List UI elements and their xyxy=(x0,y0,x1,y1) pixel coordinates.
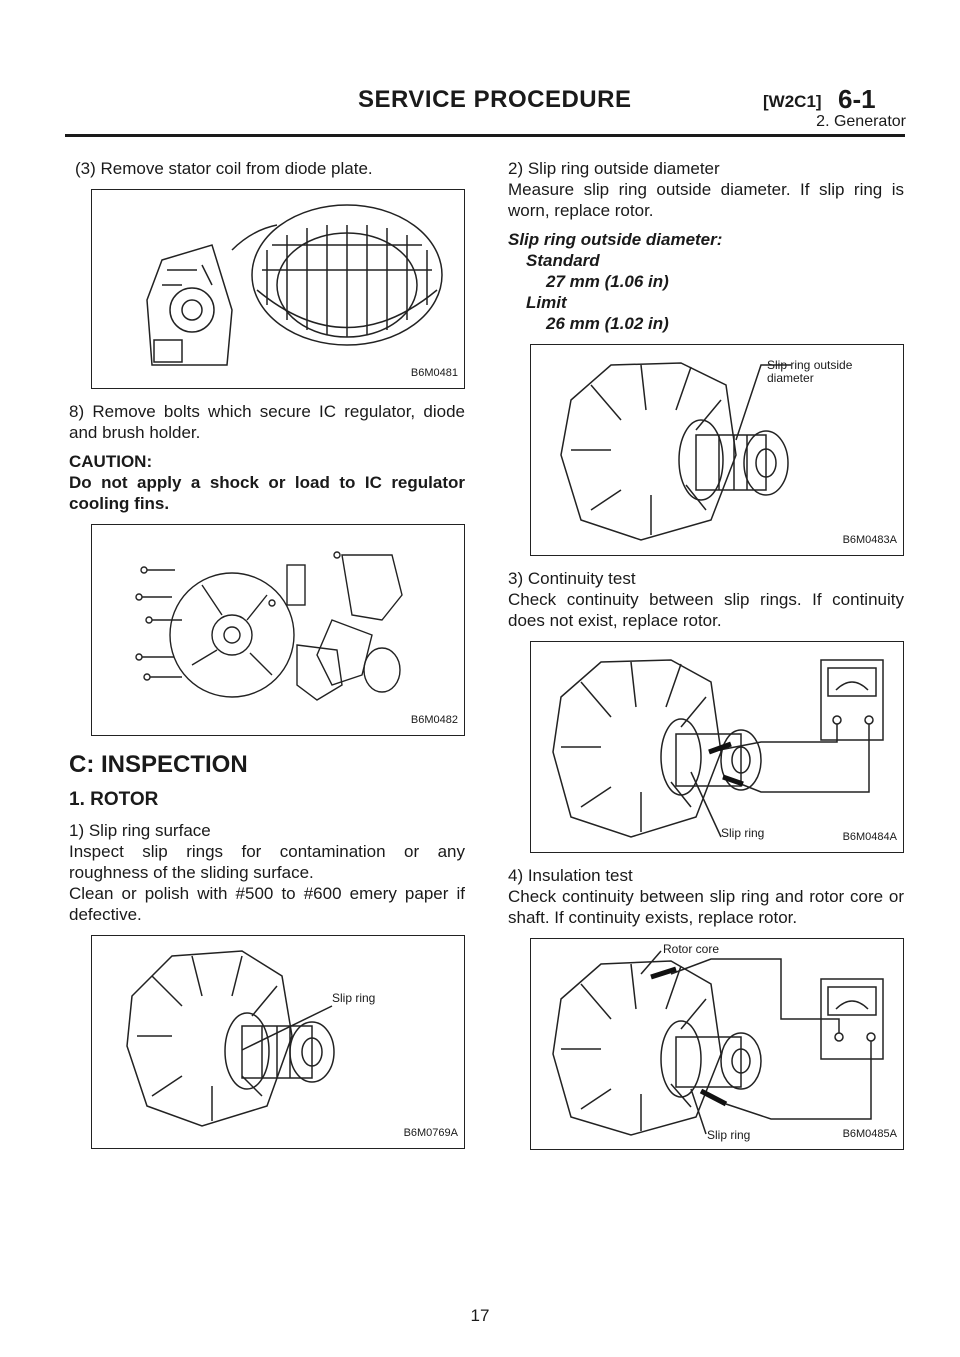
rotor-slip-ring-illustration xyxy=(126,950,335,1127)
rotor-heading: 1. ROTOR xyxy=(69,789,159,810)
figure-id: B6M0769A xyxy=(403,1127,458,1139)
slip-ring-spec: Slip ring outside diameter: Standard 27 … xyxy=(508,229,904,334)
step-remove-stator: (3) Remove stator coil from diode plate. xyxy=(75,159,373,178)
page-number: 17 xyxy=(470,1306,490,1325)
spec-limit-value: 26 mm (1.02 in) xyxy=(546,314,669,333)
figure-id: B6M0482 xyxy=(410,714,458,726)
inspection-heading: C: INSPECTION xyxy=(69,751,248,778)
slip-ring-label: Slip ring xyxy=(707,1128,751,1142)
page-header-section: 6-1 xyxy=(838,84,876,114)
slip-ring-surface-title: 1) Slip ring surface xyxy=(69,821,211,840)
figure-slip-ring-diameter: Slip ring outside diameter B6M0483A xyxy=(530,344,904,556)
slip-ring-label: Slip ring xyxy=(332,991,376,1005)
left-column: (3) Remove stator coil from diode plate.… xyxy=(69,158,465,1161)
page-header-subsection: 2. Generator xyxy=(816,113,906,130)
slip-ring-od-text: Measure slip ring outside diameter. If s… xyxy=(508,180,904,220)
slip-ring-od-title: 2) Slip ring outside diameter xyxy=(508,159,720,178)
rotor-core-label: Rotor core xyxy=(663,942,720,956)
continuity-test-title: 3) Continuity test xyxy=(508,569,636,588)
figure-continuity-test: Slip ring B6M0484A xyxy=(530,641,904,853)
caution-label: CAUTION: xyxy=(69,452,153,471)
continuity-test-text: Check continuity between slip rings. If … xyxy=(508,590,904,630)
spec-limit-label: Limit xyxy=(526,293,567,312)
spec-standard-value: 27 mm (1.06 in) xyxy=(546,272,669,291)
header-rule xyxy=(65,134,905,137)
insulation-test-title: 4) Insulation test xyxy=(508,866,633,885)
slip-ring-surface-text: Inspect slip rings for contamination or … xyxy=(69,842,465,882)
continuity-test-illustration xyxy=(552,659,884,838)
slip-ring-label: Slip ring xyxy=(721,826,765,840)
spec-standard-label: Standard xyxy=(526,251,600,270)
caution-block: CAUTION: Do not apply a shock or load to… xyxy=(69,451,465,514)
figure-insulation-test: Rotor core Slip ring B6M0485A xyxy=(530,938,904,1150)
caution-text: Do not apply a shock or load to IC regul… xyxy=(69,473,465,513)
slip-ring-diameter-illustration xyxy=(560,362,791,541)
insulation-test-text: Check continuity between slip ring and r… xyxy=(508,887,904,927)
regulator-parts-illustration xyxy=(135,551,403,701)
right-column: 2) Slip ring outside diameter Measure sl… xyxy=(508,158,904,1162)
insulation-test-illustration xyxy=(552,950,884,1136)
step-remove-bolts: 8) Remove bolts which secure IC regulato… xyxy=(69,402,465,442)
page-header-code: [W2C1] xyxy=(763,92,822,111)
spec-title: Slip ring outside diameter: xyxy=(508,230,723,249)
figure-id: B6M0481 xyxy=(410,367,458,379)
figure-id: B6M0483A xyxy=(842,534,897,546)
slip-ring-od-label: Slip ring outside diameter xyxy=(767,358,853,385)
figure-rotor-slip-ring: Slip ring B6M0769A xyxy=(91,935,465,1149)
slip-ring-clean-text: Clean or polish with #500 to #600 emery … xyxy=(69,884,465,924)
figure-stator-diode: B6M0481 xyxy=(91,189,465,389)
figure-id: B6M0485A xyxy=(842,1128,897,1140)
stator-diode-illustration xyxy=(146,204,443,366)
figure-regulator-parts: B6M0482 xyxy=(91,524,465,736)
page-header-title: SERVICE PROCEDURE xyxy=(358,86,632,113)
figure-id: B6M0484A xyxy=(842,831,897,843)
